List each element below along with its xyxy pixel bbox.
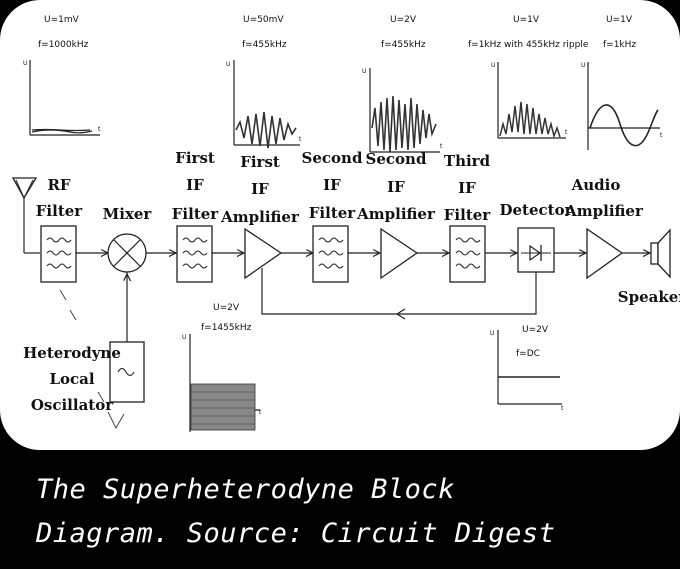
second-if-filter-label-line-1: Second [302,149,363,167]
speaker-label: Speaker [618,288,680,306]
waveform-detector-voltage: U=1V [513,15,540,25]
detector-label: Detector [500,201,574,219]
first-if-amplifier-block [244,227,283,280]
waveform-dc-u-axis: U [490,330,494,337]
third-if-filter-label-line-2: IF [458,179,476,197]
waveform-lo-voltage: U=2V [213,303,240,313]
first-if-filter-label-line-3: Filter [172,205,220,223]
waveform-rf-t-axis: t [98,126,101,133]
waveform-audio-t-axis: t [660,132,663,139]
waveform-detector-t-axis: t [565,129,568,136]
waveform-second-if-voltage: U=2V [390,15,417,25]
waveform-second-if-u-axis: U [362,68,366,75]
second-if-amplifier-label-line-1: Second [366,150,427,168]
second-if-filter-block [312,225,349,283]
waveform-second-if-t-axis: t [440,143,443,150]
second-if-amplifier-block [380,227,419,280]
waveform-dc-voltage: U=2V [522,325,549,335]
diagram-card: U t U=1mV f=1000kHz U t U=50mV f=455kHz … [0,0,680,450]
waveform-rf-u-axis: U [23,60,27,67]
rf-filter-block [40,225,77,283]
waveform-audio-u-axis: U [581,62,585,69]
local-oscillator-label-line-2: Local [49,370,94,388]
mixer-label: Mixer [103,205,153,223]
waveform-dc-frequency: f=DC [516,349,540,359]
block-labels: RF Filter Mixer First IF Filter First IF… [23,149,680,414]
first-if-filter-label-line-1: First [175,149,215,167]
rf-filter-label-line-1: RF [47,176,70,194]
waveform-first-if: U t U=50mV f=455kHz [226,15,302,149]
speaker-icon [650,228,671,279]
waveform-detector-u-axis: U [491,62,495,69]
waveform-dc-t-axis: t [561,405,564,412]
waveform-second-if-frequency: f=455kHz [381,40,426,50]
first-if-amplifier-label-line-3: Amplifier [220,208,300,226]
second-if-filter-label-line-2: IF [323,176,341,194]
local-oscillator-label-line-3: Oscillator [31,396,114,414]
waveform-detector: U t U=1V f=1kHz with 455kHz ripple [468,15,589,139]
waveform-rf: U t U=1mV f=1000kHz [23,15,101,136]
waveform-first-if-frequency: f=455kHz [242,40,287,50]
detector-block [517,227,555,273]
antenna-icon [11,177,40,254]
waveform-first-if-t-axis: t [299,136,302,143]
third-if-filter-block [449,225,486,283]
waveform-lo-frequency: f=1455kHz [201,323,252,333]
local-oscillator-block [59,289,145,430]
audio-amplifier-label-line-1: Audio [571,176,621,194]
waveform-lo-u-axis: U [182,334,186,341]
second-if-amplifier-label-line-2: IF [387,178,405,196]
waveform-dc: U t U=2V f=DC [490,325,564,412]
third-if-filter-label-line-3: Filter [444,206,492,224]
local-oscillator-label-line-1: Heterodyne [23,344,121,362]
waveform-second-if: U t U=2V f=455kHz [362,15,443,153]
waveform-local-oscillator: U t U=2V f=1455kHz [182,303,262,432]
second-if-amplifier-label-line-3: Amplifier [356,205,436,223]
signal-path [76,253,650,342]
first-if-amplifier-label-line-2: IF [251,180,269,198]
first-if-filter-label-line-2: IF [186,176,204,194]
waveform-lo-t-axis: t [259,409,262,416]
caption-line-2: Diagram. Source: Circuit Digest [36,518,556,549]
first-if-filter-block [176,225,213,283]
second-if-filter-label-line-3: Filter [309,204,357,222]
waveform-rf-frequency: f=1000kHz [38,40,89,50]
first-if-amplifier-label-line-1: First [240,153,280,171]
caption-line-1: The Superheterodyne Block [36,474,455,505]
superheterodyne-block-diagram: U t U=1mV f=1000kHz U t U=50mV f=455kHz … [11,15,680,432]
waveform-audio-frequency: f=1kHz [603,40,636,50]
third-if-filter-label-line-1: Third [444,152,491,170]
waveform-detector-frequency: f=1kHz with 455kHz ripple [468,40,589,50]
audio-amplifier-block [586,227,624,280]
rf-filter-label-line-2: Filter [36,202,84,220]
waveform-audio: U t U=1V f=1kHz [581,15,663,150]
waveform-first-if-voltage: U=50mV [243,15,284,25]
waveform-audio-voltage: U=1V [606,15,633,25]
mixer-block [107,233,147,273]
audio-amplifier-label-line-2: Amplifier [564,202,644,220]
waveform-first-if-u-axis: U [226,61,230,68]
waveform-rf-voltage: U=1mV [44,15,80,25]
